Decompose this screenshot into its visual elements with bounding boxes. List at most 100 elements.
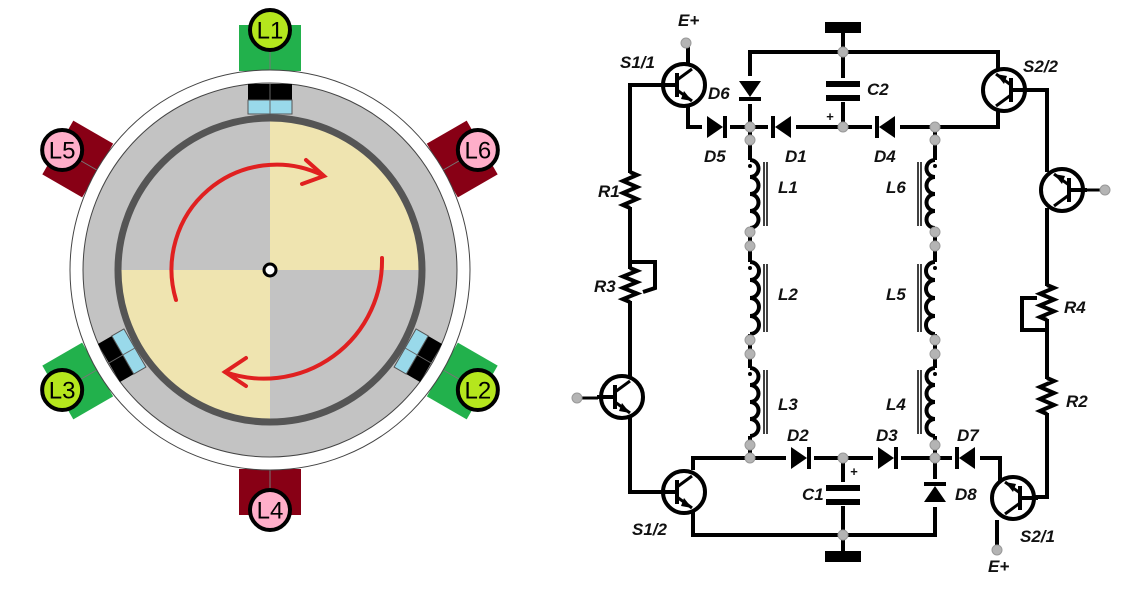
junction-node [929,226,941,238]
d3-label: D3 [876,426,898,445]
pole-badge: L2 [455,368,500,412]
circuit-schematic: E+ S1/1 S2/2 D6 C2 + D5 D1 D4 L1 L6 L2 L… [571,11,1111,576]
junction-node [680,37,692,49]
l2-label: L2 [778,285,798,304]
permanent-magnet [247,84,293,115]
diode-d1 [768,116,796,138]
rotor-ring [114,114,426,426]
d5-label: D5 [704,147,726,166]
d1-label: D1 [785,147,807,166]
resistor-r1 [617,170,643,210]
rotation-arrows [169,158,385,388]
pole-badge: L4 [248,488,292,532]
l3-label: L3 [778,395,798,414]
l6-label: L6 [886,178,906,197]
transistor-left-driver [597,374,645,420]
capacitor-c2 [825,78,861,102]
pole-label: L6 [464,138,491,165]
junction-node [744,226,756,238]
magnets [97,84,443,383]
d8-label: D8 [955,485,977,504]
junction-node [1099,184,1111,196]
inductor-l1 [740,158,768,230]
pole-label: L3 [49,378,76,405]
d7-label: D7 [957,426,980,445]
resistor-r3 [617,266,643,304]
rotor-axle [262,262,278,278]
transistor-s1-1 [659,62,707,108]
e-plus-bottom-label: E+ [988,557,1009,576]
junction-node [929,452,941,464]
junction-node [929,348,941,360]
pole-badge: L5 [40,128,85,172]
nodes [571,37,1111,556]
inductor-l3 [740,366,768,438]
arrowhead-icon [300,158,328,186]
l5-label: L5 [886,285,906,304]
junction-node [744,134,756,146]
labels: E+ S1/1 S2/2 D6 C2 + D5 D1 D4 L1 L6 L2 L… [594,11,1088,576]
junction-node [837,121,849,133]
s2-2-label: S2/2 [1023,57,1059,76]
junction-node [744,348,756,360]
junction-node [744,121,756,133]
junction-node [837,452,849,464]
e-plus-top-label: E+ [678,11,699,30]
junction-node [837,46,849,58]
pole-badge: L1 [248,8,292,52]
permanent-magnet [393,328,443,383]
diode-d6 [739,76,761,104]
pole-badge: L6 [455,128,500,172]
l1-label: L1 [778,178,798,197]
inductor-l2 [740,260,768,336]
junction-node [929,134,941,146]
pole-label: L1 [257,18,284,45]
l4-label: L4 [886,395,906,414]
junction-node [929,439,941,451]
s2-1-label: S2/1 [1020,527,1055,546]
junction-node [929,121,941,133]
d2-label: D2 [787,426,809,445]
diode-d5 [702,116,730,138]
junction-node [744,334,756,346]
junction-node [991,544,1003,556]
diode-d2 [786,447,814,469]
inductor-l6 [917,158,945,230]
transistor-s1-2 [659,469,707,515]
junction-node [744,452,756,464]
diode-d8 [924,479,946,507]
r3-label: R3 [594,277,616,296]
junction-node [837,529,849,541]
junction-node [571,392,583,404]
capacitor-c1 [825,482,861,506]
components [582,22,1100,562]
potentiometer-wiper-r4 [1020,296,1047,332]
rotation-arrow-bottom [223,256,385,381]
potentiometer-wiper-r3 [630,260,657,294]
transistor-s2-1 [990,475,1038,521]
pole-label: L5 [49,138,76,165]
r4-label: R4 [1064,298,1086,317]
pole-label: L4 [257,498,284,525]
junction-node [744,439,756,451]
transistor-s2-2 [981,67,1029,113]
permanent-magnet [97,328,147,383]
d6-label: D6 [708,84,730,103]
s1-1-label: S1/1 [620,53,655,72]
junction-node [929,240,941,252]
r2-label: R2 [1066,392,1088,411]
inductor-l5 [917,260,945,336]
junction-node [929,334,941,346]
c1-label: C1 [802,485,824,504]
c2-plus: + [826,109,834,124]
ground-bar-bottom [825,551,861,562]
diode-d7 [952,447,980,469]
c2-label: C2 [867,80,889,99]
inductor-l4 [917,366,945,438]
c1-plus: + [850,464,858,479]
r1-label: R1 [598,182,620,201]
d4-label: D4 [874,147,896,166]
